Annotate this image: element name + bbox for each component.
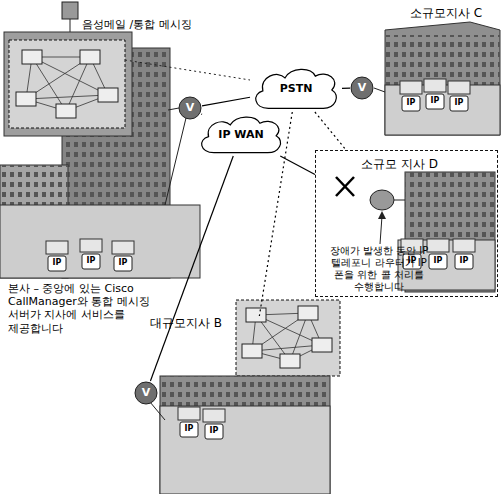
phone-label: IP (49, 258, 65, 268)
cloud-label: IP WAN (196, 114, 286, 156)
ip-telephony-router (370, 190, 394, 210)
monitor-icon (46, 241, 68, 254)
server-icon (22, 50, 42, 64)
callout-leader (380, 216, 382, 244)
branch-box: 대규모지사 B (150, 316, 340, 494)
wire (165, 118, 186, 205)
router-circle (179, 97, 201, 119)
ip-phone-icon (455, 254, 473, 269)
network-cloud: IP WAN (196, 114, 286, 156)
router-letter: V (134, 381, 158, 405)
branch-heading: 소규모지사 C (396, 6, 496, 20)
monitor-icon (112, 241, 134, 254)
network-cloud: PSTN (250, 66, 342, 112)
failure-mark (336, 177, 354, 196)
branch-d-windows (405, 172, 495, 240)
ip-phone-icon (429, 254, 447, 269)
phone-label: IP (430, 256, 446, 266)
phone-label: IP (403, 98, 419, 108)
monitor-icon (448, 81, 470, 94)
server-icon (246, 308, 266, 322)
phone-label: IP (83, 256, 99, 266)
router-circle (135, 382, 157, 404)
callout-arrowhead (378, 211, 386, 219)
note-text: 본사 – 중앙에 있는 Cisco CallManager와 통합 메시징 서버… (8, 282, 176, 335)
ip-phone-icon (114, 256, 132, 271)
phone-label: IP (404, 256, 420, 266)
branch-box: 소규모 지사 D 장애가 발생한 동안 IP 텔레포니 라우터가 IP 폰을 위한… (315, 150, 498, 297)
network-link (280, 156, 315, 175)
server-icon (242, 344, 262, 358)
callout-note: 장애가 발생한 동안 IP 텔레포니 라우터가 IP 폰을 위한 콜 처리를 수… (324, 245, 434, 293)
monitor-icon (203, 409, 225, 422)
branch-c-windows (385, 35, 500, 85)
server-icon (56, 104, 76, 118)
branch-heading: 소규모 지사 D (361, 157, 486, 171)
ip-phone-icon (205, 424, 223, 439)
hq-floor (0, 205, 200, 278)
wire (168, 108, 179, 110)
phone-label: IP (206, 426, 222, 436)
server-icon (280, 354, 300, 368)
voice-router: V (134, 381, 158, 405)
server-icon (16, 92, 36, 106)
pstn-dotted-link (315, 112, 346, 150)
ip-phone-icon (450, 96, 468, 111)
failure-mark (336, 177, 354, 196)
router-letter: V (178, 96, 202, 120)
dotted-link (125, 60, 250, 80)
monitor-icon (453, 239, 475, 252)
network-link (342, 88, 350, 89)
voice-router: V (350, 76, 374, 100)
branch-b-windows (160, 376, 330, 406)
network-link (201, 113, 203, 115)
cluster-link (26, 95, 108, 99)
wire (374, 88, 385, 92)
server-cluster (236, 300, 340, 376)
phone-label: IP (181, 424, 197, 434)
wire (394, 200, 405, 201)
network-link (202, 97, 250, 106)
branch-heading: 대규모지사 B (150, 316, 236, 330)
cloud-label: PSTN (250, 66, 342, 112)
ip-phone-icon (48, 256, 66, 271)
monitor-icon (400, 81, 422, 94)
server-icon (80, 50, 100, 64)
branch-c-building (385, 22, 500, 135)
server-icon (312, 338, 332, 352)
ip-phone-icon (402, 96, 420, 111)
server-icon (98, 88, 118, 102)
monitor-icon (427, 239, 449, 252)
monitor-icon (424, 79, 446, 92)
voice-router: V (178, 96, 202, 120)
branch-b-building (160, 376, 330, 494)
ip-phone-icon (426, 94, 444, 109)
network-link (150, 156, 233, 381)
monitor-icon (178, 407, 200, 420)
note-text: 음성메일 /통합 메시징 (82, 18, 212, 31)
ip-phone-icon (82, 254, 100, 269)
branch-box: 소규모지사 C (382, 6, 500, 136)
phone-label: IP (456, 256, 472, 266)
voicemail-icon (62, 2, 78, 19)
branch-b-floor (160, 406, 330, 494)
monitor-icon (80, 239, 102, 252)
phone-label: IP (115, 258, 131, 268)
server-cluster (9, 40, 125, 128)
router-letter: V (350, 76, 374, 100)
hq-upper (4, 32, 132, 136)
router-circle (351, 77, 373, 99)
wire (150, 402, 165, 420)
phone-label: IP (451, 98, 467, 108)
phone-label: IP (427, 96, 443, 106)
ip-phone-icon (180, 422, 198, 437)
server-icon (298, 306, 318, 320)
